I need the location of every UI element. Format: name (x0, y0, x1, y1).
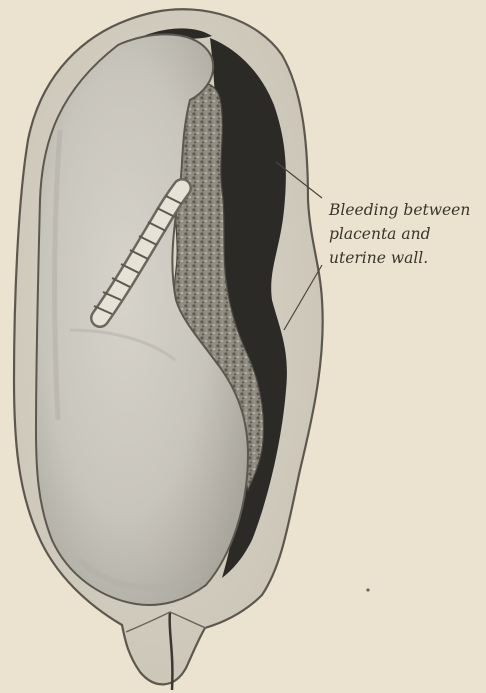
paper-speck (366, 588, 369, 591)
annotation-label: Bleeding between placenta and uterine wa… (329, 198, 486, 270)
annotation-line-1: Bleeding between (329, 198, 486, 222)
annotation-line-2: placenta and (329, 222, 486, 246)
annotation-line-3: uterine wall. (329, 246, 486, 270)
